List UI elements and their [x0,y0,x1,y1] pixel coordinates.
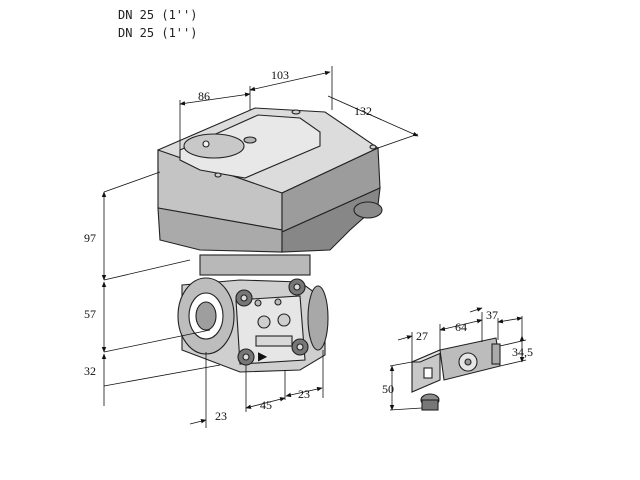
dim-bottom-width: 45 [260,398,272,412]
dim-bottom-right: 23 [298,387,310,401]
dim-depth: 132 [354,104,372,118]
bottom-dimensions [189,350,324,428]
plug-dimensions [389,307,527,411]
dim-plug-top-mid: 64 [455,320,467,334]
valve-body [177,254,329,373]
dim-valve-upper: 57 [84,307,96,321]
dim-valve-lower: 32 [84,364,96,378]
dim-actuator-height: 97 [84,231,96,245]
dim-plug-side: 34,5 [512,345,533,359]
cable-plug [411,337,501,411]
dim-top-left: 86 [198,89,210,103]
dim-bottom-left: 23 [215,409,227,423]
dim-plug-top-right: 37 [486,308,498,322]
dim-plug-top-left: 27 [416,329,428,343]
flow-arrow-icon: ▶ [258,349,268,363]
left-dimensions [101,171,221,406]
top-dimensions [179,66,419,150]
nominal-size-line-1: DN 25 (1'') [118,8,198,22]
nominal-size-line-2: DN 25 (1'') [118,26,198,40]
actuator-housing [157,107,383,253]
nominal-size-header: DN 25 (1'') DN 25 (1'') [118,6,197,42]
dim-plug-height: 50 [382,382,394,396]
dim-top-right: 103 [271,68,289,82]
